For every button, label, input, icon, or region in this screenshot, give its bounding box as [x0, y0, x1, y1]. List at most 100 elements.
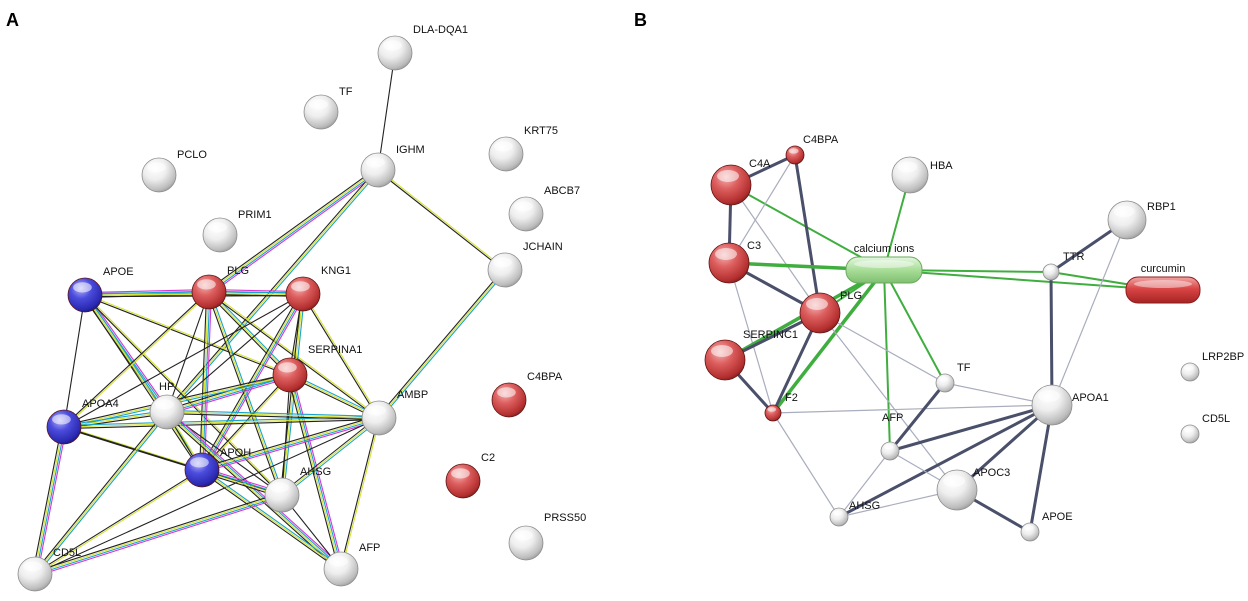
- b-node-apoa1: APOA1: [1031, 384, 1109, 426]
- b-node-rbp1-label: RBP1: [1147, 201, 1176, 213]
- a-node-dla-dqa1: DLA-DQA1: [377, 24, 468, 71]
- a-node-serpina1: SERPINA1: [272, 344, 362, 393]
- a-node-ahsg-label: AHSG: [300, 466, 331, 478]
- a-node-prim1: PRIM1: [202, 209, 272, 253]
- a-node-ambp: AMBP: [361, 389, 428, 436]
- b-node-hba: HBA: [891, 156, 953, 194]
- a-node-c2-label: C2: [481, 452, 495, 464]
- a-edge-plg-hp: [166, 291, 210, 413]
- a-node-ambp-label: AMBP: [397, 389, 428, 401]
- b-edge-f2-apoa1: [772, 404, 1053, 414]
- a-edge-apoh-afp: [200, 468, 343, 571]
- b-node-serpinc1-label: SERPINC1: [743, 329, 798, 341]
- b-node-cd5l: CD5L: [1180, 413, 1230, 444]
- a-edge-jchain-ambp: [377, 268, 507, 420]
- a-node-jchain: JCHAIN: [487, 241, 563, 288]
- b-node-ttr-label: TTR: [1063, 251, 1084, 263]
- b-node-ahsg: AHSG: [829, 500, 880, 527]
- b-node-serpinc1: SERPINC1: [704, 329, 798, 381]
- a-node-cd5l-label: CD5L: [53, 547, 81, 559]
- b-node-plg-label: PLG: [840, 290, 862, 302]
- b-edge-plg-tf: [819, 312, 946, 384]
- a-node-kng1-label: KNG1: [321, 265, 351, 277]
- a-node-ahsg: AHSG: [264, 466, 331, 513]
- a-edge-hp-cd5l: [33, 410, 169, 576]
- a-edge-ahsg-cd5l: [34, 492, 283, 577]
- a-edge-apoe-apoa4: [63, 294, 86, 428]
- a-node-c4bpa-label: C4BPA: [527, 371, 563, 383]
- b-node-afp-label: AFP: [882, 412, 903, 424]
- b-node-apoa1-label: APOA1: [1072, 392, 1109, 404]
- a-edge-hp-ambp: [166, 409, 380, 421]
- b-edge-apoa1-apoc3: [955, 403, 1054, 492]
- b-edge-c3-f2: [728, 262, 774, 414]
- a-edge-ambp-apoh: [201, 415, 380, 473]
- panel-b-letter: B: [634, 10, 647, 30]
- a-node-c2: C2: [445, 452, 495, 499]
- b-node-apoe-label: APOE: [1042, 511, 1073, 523]
- a-node-abcb7: ABCB7: [508, 185, 580, 232]
- a-node-prss50-label: PRSS50: [544, 512, 586, 524]
- a-node-jchain-label: JCHAIN: [523, 241, 563, 253]
- b-node-c3: C3: [708, 240, 761, 284]
- a-node-pclo: PCLO: [141, 149, 207, 193]
- b-edge-calcium-ions-curcumin: [883, 269, 1164, 291]
- b-node-tf-label: TF: [957, 362, 971, 374]
- b-node-curcumin: curcumin: [1125, 263, 1201, 304]
- a-edge-apoa4-apoh: [63, 425, 203, 472]
- a-node-afp: AFP: [323, 542, 380, 587]
- a-edge-ighm-plg: [207, 167, 380, 295]
- a-edge-ambp-afp: [339, 417, 381, 570]
- b-edge-apoa1-afp: [888, 403, 1054, 453]
- a-node-prim1-label: PRIM1: [238, 209, 272, 221]
- a-node-dla-dqa1-label: DLA-DQA1: [413, 24, 468, 36]
- b-node-calcium-ions-label: calcium ions: [854, 243, 915, 255]
- b-edge-c4bpa-c3: [728, 154, 796, 264]
- b-edge-f2-ahsg: [772, 412, 840, 518]
- a-node-plg-label: PLG: [227, 265, 249, 277]
- b-node-plg: PLG: [799, 290, 862, 334]
- a-node-apoa4: APOA4: [46, 398, 119, 445]
- b-node-f2: F2: [764, 392, 798, 422]
- a-node-apoh: APOH: [184, 447, 251, 488]
- b-node-c4a: C4A: [710, 158, 771, 206]
- b-node-c3-label: C3: [747, 240, 761, 252]
- a-edge-plg-serpina1: [207, 290, 292, 377]
- a-node-ighm: IGHM: [360, 144, 425, 188]
- a-edge-apoe-ahsg: [84, 294, 283, 496]
- a-node-afp-label: AFP: [359, 542, 380, 554]
- a-node-krt75: KRT75: [488, 125, 558, 172]
- b-edge-c4a-plg: [730, 184, 821, 314]
- b-edge-afp-ahsg: [838, 450, 891, 518]
- b-node-lrp2bp: LRP2BP: [1180, 351, 1244, 382]
- a-node-apoe-label: APOE: [103, 266, 134, 278]
- b-node-apoc3-label: APOC3: [973, 467, 1010, 479]
- b-node-c4bpa: C4BPA: [785, 134, 839, 165]
- panel-a: A DLA-DQA1TFIGHMKRT75PCLOABCB7PRIM1JCHAI…: [6, 10, 586, 592]
- b-node-f2-label: F2: [785, 392, 798, 404]
- a-node-hp: HP: [149, 381, 185, 430]
- b-node-c4a-label: C4A: [749, 158, 771, 170]
- b-edge-tf-afp: [888, 381, 947, 453]
- a-node-krt75-label: KRT75: [524, 125, 558, 137]
- b-node-rbp1: RBP1: [1107, 200, 1176, 240]
- b-node-calcium-ions: calcium ions: [845, 243, 923, 284]
- a-node-serpina1-label: SERPINA1: [308, 344, 362, 356]
- b-node-curcumin-label: curcumin: [1141, 263, 1186, 275]
- a-edge-ambp-cd5l: [34, 417, 380, 575]
- b-edge-apoa1-apoe: [1028, 403, 1054, 534]
- a-node-tf-label: TF: [339, 86, 353, 98]
- a-edge-apoh-cd5l: [34, 468, 203, 576]
- b-edge-apoa1-ahsg: [837, 403, 1054, 519]
- a-edge-serpina1-ahsg: [281, 374, 291, 496]
- b-node-ahsg-label: AHSG: [849, 500, 880, 512]
- b-edge-calcium-ions-tf: [883, 269, 946, 384]
- a-node-hp-label: HP: [159, 381, 174, 393]
- b-node-ttr: TTR: [1042, 251, 1084, 281]
- a-edge-kng1-apoa4: [63, 293, 304, 428]
- a-edge-apoa4-cd5l: [32, 426, 67, 575]
